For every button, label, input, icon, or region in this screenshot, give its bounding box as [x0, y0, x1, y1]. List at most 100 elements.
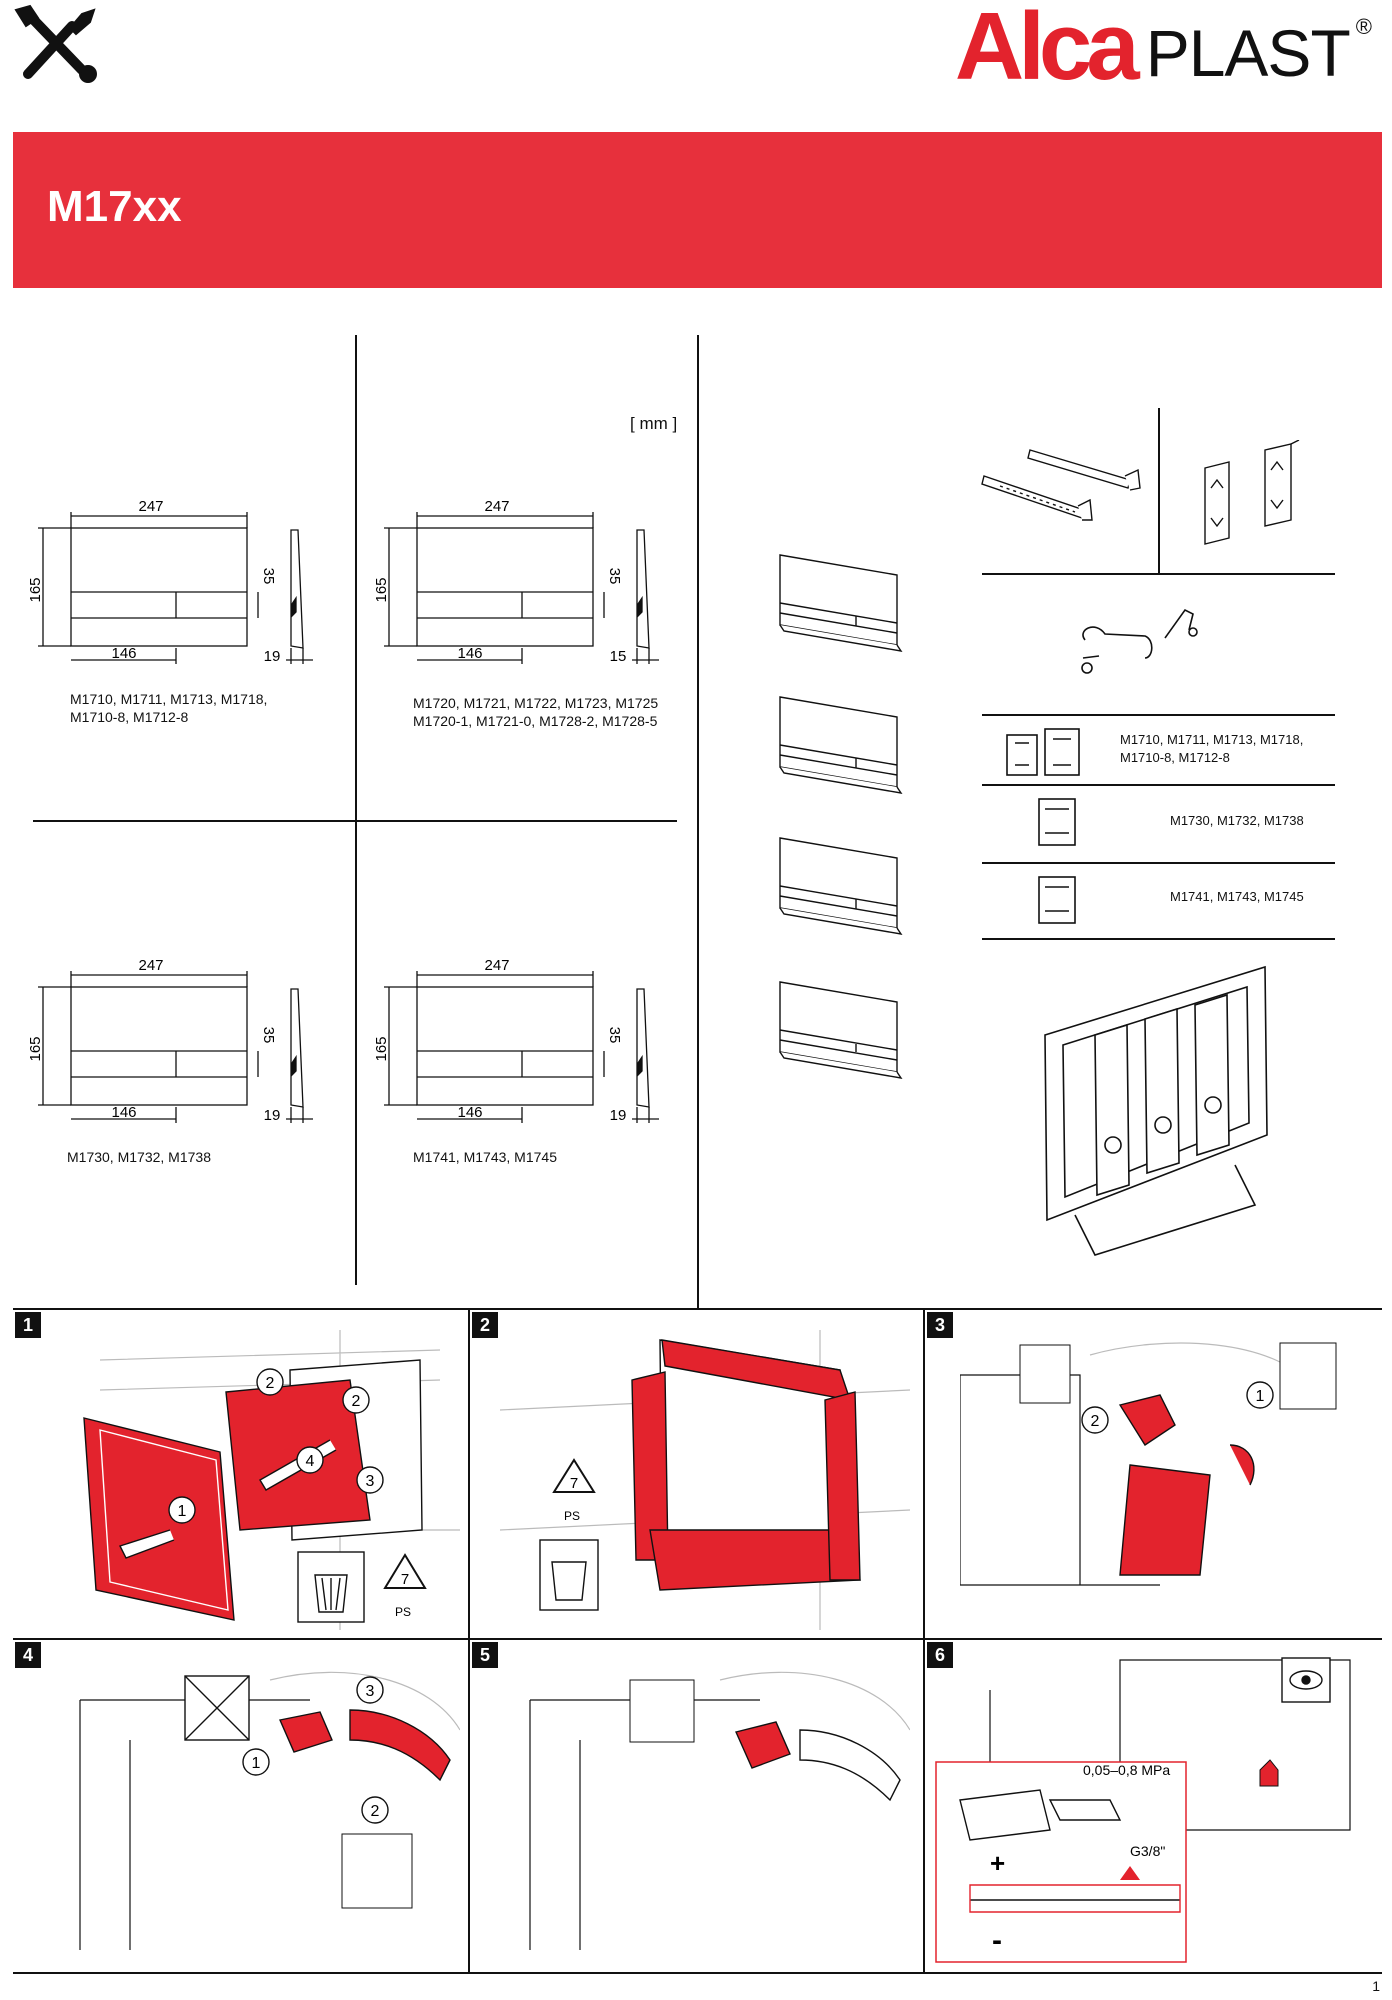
- trash-bin-icon: [314, 1574, 348, 1613]
- dimension-drawing-2: 247 165 35 146 15: [373, 498, 674, 678]
- dim-half: 146: [111, 1104, 136, 1121]
- units-label: [ mm ]: [630, 414, 678, 433]
- step-number: 6: [927, 1642, 953, 1668]
- dim-width: 247: [484, 957, 509, 974]
- dim-height: 165: [28, 577, 44, 602]
- dim-height: 165: [374, 1036, 390, 1061]
- model-line: M1710-8, M1712-8: [1120, 750, 1230, 765]
- parts-models: M1710, M1711, M1713, M1718, M1710-8, M17…: [1120, 731, 1303, 767]
- flush-plate-thumb: [779, 696, 903, 794]
- recycle-label: PS: [395, 1605, 411, 1619]
- parts-models: M1730, M1732, M1738: [1170, 812, 1304, 830]
- step-5-illustration: [529, 1671, 910, 1950]
- springs-icon: [1081, 608, 1198, 674]
- pressure-label: 0,05–0,8 MPa: [1083, 1762, 1170, 1778]
- divider: [355, 335, 357, 1285]
- dim-button: 35: [260, 1027, 277, 1044]
- dim-width: 247: [484, 498, 509, 515]
- step-2-illustration: 7 PS: [500, 1330, 910, 1630]
- callout-label: 1: [1256, 1388, 1265, 1405]
- dim-depth: 19: [264, 648, 281, 665]
- clip-icon: [1038, 798, 1076, 846]
- divider: [697, 335, 699, 1308]
- model-list: M1730, M1732, M1738: [67, 1148, 211, 1166]
- callout-label: 3: [366, 1683, 375, 1700]
- recycle-label: PS: [564, 1509, 580, 1523]
- divider: [33, 820, 677, 822]
- step-number: 4: [15, 1642, 41, 1668]
- divider: [982, 784, 1335, 786]
- no-water-icon: [184, 1675, 250, 1741]
- model-line: M1710-8, M1712-8: [70, 709, 189, 725]
- model-line: M1730, M1732, M1738: [1170, 813, 1304, 828]
- model-line: M1741, M1743, M1745: [1170, 889, 1304, 904]
- dim-depth: 19: [264, 1107, 281, 1124]
- water-drops-icon: [629, 1679, 695, 1743]
- callout-label: 4: [306, 1453, 315, 1470]
- divider: [982, 714, 1335, 716]
- dim-height: 165: [28, 1036, 44, 1061]
- model-list: M1710, M1711, M1713, M1718, M1710-8, M17…: [70, 690, 267, 726]
- recycle-icon: [383, 1553, 427, 1589]
- flush-plates-column: [779, 554, 903, 1079]
- model-line: M1710, M1711, M1713, M1718,: [70, 691, 268, 707]
- brand-name-black: PLAST: [1145, 16, 1351, 90]
- tools-icon: [14, 4, 97, 83]
- registered-mark: ®: [1355, 14, 1372, 39]
- step-1-illustration: 1 2 2 3 4 7 PS: [83, 1330, 460, 1630]
- recycle-code: 7: [570, 1475, 578, 1492]
- brand-name-red: Alca: [954, 0, 1140, 100]
- model-line: M1741, M1743, M1745: [413, 1149, 557, 1165]
- dimension-drawing-4: 247 165 35 146 19: [373, 957, 674, 1137]
- dim-depth: 15: [610, 648, 627, 665]
- dimension-drawing-3: 247 165 35 146 19: [27, 957, 328, 1137]
- model-line: M1730, M1732, M1738: [67, 1149, 211, 1165]
- parts-models: M1741, M1743, M1745: [1170, 888, 1304, 906]
- hand-icon: [341, 1833, 413, 1909]
- divider: [13, 1308, 1382, 1310]
- divider: [13, 1972, 1382, 1974]
- callout-label: 3: [366, 1473, 375, 1490]
- page-number: 1: [1372, 1978, 1380, 1994]
- clip-icon: [1038, 876, 1076, 924]
- detail-inset: [935, 1761, 1187, 1963]
- step-number: 3: [927, 1312, 953, 1338]
- divider: [468, 1308, 470, 1972]
- eye-icon: [1281, 1657, 1331, 1703]
- callout-label: 2: [371, 1803, 380, 1820]
- dim-height: 165: [374, 577, 390, 602]
- page-title: M17xx: [47, 182, 182, 231]
- step-number: 1: [15, 1312, 41, 1338]
- dim-width: 247: [138, 498, 163, 515]
- title-banner: M17xx: [13, 132, 1382, 288]
- thread-label: G3/8": [1130, 1843, 1165, 1859]
- callout-label: 2: [266, 1375, 275, 1392]
- divider: [982, 862, 1335, 864]
- dimension-drawing-1: 247 165 35 146 19: [27, 498, 328, 678]
- model-list: M1741, M1743, M1745: [413, 1148, 557, 1166]
- mounting-rails-icon: [981, 449, 1141, 521]
- step-number: 5: [472, 1642, 498, 1668]
- water-drops-icon: [1019, 1344, 1071, 1404]
- flush-plate-thumb: [779, 981, 903, 1079]
- flush-plate-thumb: [779, 837, 903, 935]
- mounting-frame-illustration: [1044, 965, 1268, 1256]
- wall-brackets-icon: [1204, 440, 1300, 545]
- divider: [923, 1308, 925, 1972]
- callout-label: 1: [178, 1503, 187, 1520]
- hand-icon: [1279, 1342, 1337, 1410]
- model-line: M1710, M1711, M1713, M1718,: [1120, 732, 1304, 747]
- divider: [982, 938, 1335, 940]
- recycle-code: 7: [401, 1571, 409, 1588]
- dim-half: 146: [111, 645, 136, 662]
- model-line: M1720, M1721, M1722, M1723, M1725: [413, 695, 659, 711]
- callout-label: 1: [252, 1755, 261, 1772]
- divider: [982, 573, 1335, 575]
- flush-plate-thumb: [779, 554, 903, 652]
- dim-width: 247: [138, 957, 163, 974]
- model-list: M1720, M1721, M1722, M1723, M1725 M1720-…: [413, 694, 658, 730]
- step-6-illustration: 0,05–0,8 MPa G3/8" + -: [935, 1657, 1351, 1963]
- step-3-illustration: 1 2: [960, 1342, 1337, 1586]
- divider: [1158, 408, 1160, 573]
- divider: [13, 1638, 1382, 1640]
